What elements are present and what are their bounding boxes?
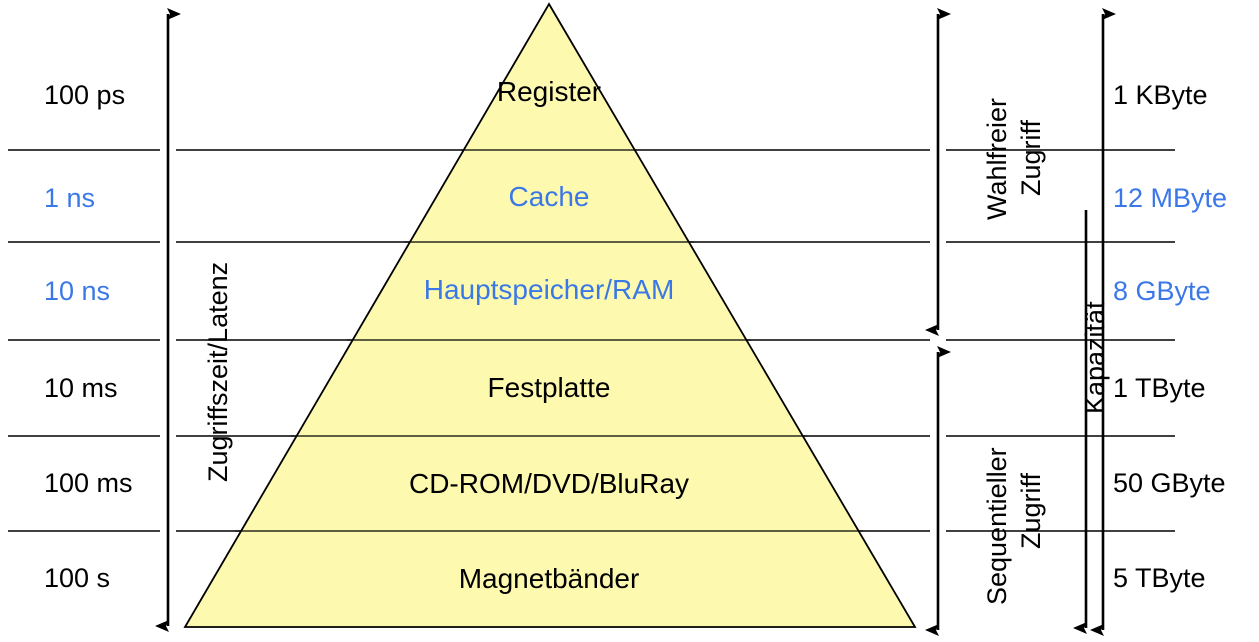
pyramid-shape <box>183 2 917 628</box>
sequential-access-label-line2: Zugriff <box>1016 472 1046 549</box>
pyramid-internal-lines <box>235 149 863 532</box>
capacity-value-ram: 8 GByte <box>1113 276 1211 306</box>
capacity-value-tape: 5 TByte <box>1113 563 1206 593</box>
capacity-value-optical: 50 GByte <box>1113 468 1226 498</box>
random-access-label-line1: Wahlfreier <box>982 97 1012 220</box>
latency-value-register: 100 ps <box>44 80 126 110</box>
capacity-value-disk: 1 TByte <box>1113 373 1206 403</box>
sequential-access-label-line1: Sequentieller <box>982 447 1012 605</box>
tier-label-cache: Cache <box>508 181 590 212</box>
capacity-axis-label: Kapazität <box>1080 301 1110 414</box>
latency-value-disk: 10 ms <box>44 373 118 403</box>
latency-value-optical: 100 ms <box>44 468 133 498</box>
latency-axis-label: Zugriffszeit/Latenz <box>203 261 233 482</box>
capacity-value-cache: 12 MByte <box>1113 183 1228 213</box>
capacity-value-register: 1 KByte <box>1113 80 1208 110</box>
latency-value-cache: 1 ns <box>44 183 96 213</box>
tier-label-tape: Magnetbänder <box>458 563 640 594</box>
latency-value-tape: 100 s <box>44 563 111 593</box>
tier-label-register: Register <box>496 76 602 107</box>
tier-label-optical: CD-ROM/DVD/BluRay <box>408 468 690 499</box>
random-access-label-line2: Zugriff <box>1016 119 1046 196</box>
tier-label-ram: Hauptspeicher/RAM <box>423 274 675 305</box>
tier-label-disk: Festplatte <box>487 372 611 403</box>
latency-value-ram: 10 ns <box>44 276 111 306</box>
